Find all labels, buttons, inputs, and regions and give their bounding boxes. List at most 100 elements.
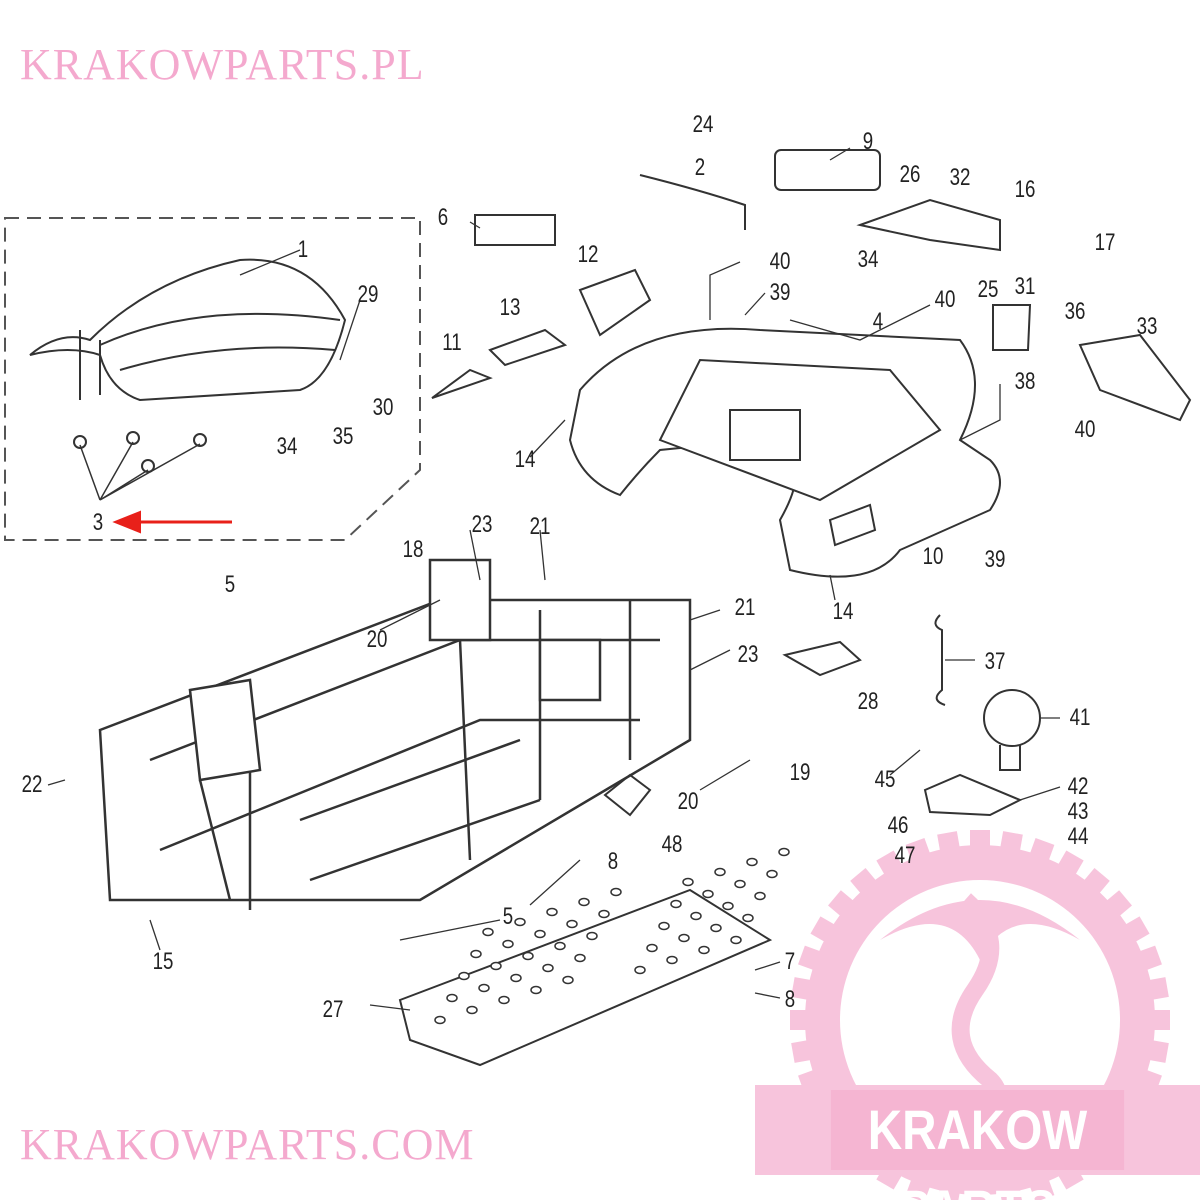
part-label-30: 30 — [372, 394, 394, 421]
part-label-42: 42 — [1067, 773, 1089, 800]
gear-tooth — [997, 1175, 1023, 1200]
rack-part-33 — [1078, 333, 1192, 422]
footplate-hole — [578, 897, 590, 907]
part-label-1: 1 — [297, 236, 309, 263]
part-label-33: 33 — [1136, 313, 1158, 340]
footplate-hole — [682, 877, 694, 887]
gear-tooth — [798, 945, 834, 975]
gear-tooth — [1025, 838, 1055, 874]
footplate-hole — [666, 955, 678, 965]
part-label-32: 32 — [949, 164, 971, 191]
gear-tooth — [791, 1037, 825, 1063]
footplate-hole — [546, 907, 558, 917]
part-label-12: 12 — [577, 241, 599, 268]
footplate-hole — [502, 939, 514, 949]
part-label-45: 45 — [874, 766, 896, 793]
part-label-34: 34 — [276, 433, 298, 460]
footplate-hole — [678, 933, 690, 943]
footplate-hole — [698, 945, 710, 955]
part-label-27: 27 — [322, 996, 344, 1023]
part-label-39: 39 — [769, 279, 791, 306]
footplate-hole — [490, 961, 502, 971]
footplate-hole — [734, 879, 746, 889]
part-label-48: 48 — [661, 831, 683, 858]
panel-part-13 — [488, 328, 568, 367]
footplate-hole — [562, 975, 574, 985]
gear-tooth — [970, 1180, 990, 1200]
footplate-hole — [634, 965, 646, 975]
part-label-29: 29 — [357, 281, 379, 308]
footplate-hole — [670, 899, 682, 909]
part-label-10: 10 — [922, 543, 944, 570]
footplate-hole — [534, 929, 546, 939]
part-label-8: 8 — [784, 986, 796, 1013]
part-label-20: 20 — [366, 626, 388, 653]
panel-part-12 — [578, 268, 652, 337]
part-label-35: 35 — [332, 423, 354, 450]
logo-text: KRAKOW PARTS — [830, 1090, 1125, 1200]
seat-part-1 — [29, 258, 347, 402]
spring-part-37 — [934, 614, 946, 706]
gear-tooth — [1096, 890, 1132, 925]
footplate-hole — [458, 971, 470, 981]
footplate-hole — [554, 941, 566, 951]
part-label-15: 15 — [152, 948, 174, 975]
part-label-14: 14 — [514, 446, 536, 473]
footplate-hole — [658, 921, 670, 931]
part-label-40: 40 — [769, 248, 791, 275]
rear-fender-part-10 — [568, 327, 1001, 578]
part-label-19: 19 — [789, 759, 811, 786]
gear-tooth — [1135, 1037, 1169, 1063]
footplate-hole — [722, 901, 734, 911]
footplate-part-27 — [398, 847, 790, 1067]
part-label-16: 16 — [1014, 176, 1036, 203]
part-label-34: 34 — [857, 246, 879, 273]
gear-tooth — [791, 977, 825, 1003]
footplate-hole — [742, 913, 754, 923]
part-label-23: 23 — [737, 641, 759, 668]
plate-part-31 — [992, 304, 1032, 351]
footplate-hole — [522, 951, 534, 961]
gear-tooth — [1113, 916, 1150, 949]
rack-part-32 — [856, 198, 1001, 252]
footplate-hole — [482, 927, 494, 937]
part-label-4: 4 — [872, 308, 884, 335]
footplate-hole — [514, 917, 526, 927]
part-label-18: 18 — [402, 536, 424, 563]
part-label-8: 8 — [607, 848, 619, 875]
footplate-hole — [646, 943, 658, 953]
part-label-44: 44 — [1067, 823, 1089, 850]
part-label-39: 39 — [984, 546, 1006, 573]
footplate-hole — [566, 919, 578, 929]
footplate-hole — [766, 869, 778, 879]
cushion-part-28 — [782, 640, 862, 677]
watermark-com: KRAKOWPARTS.COM — [20, 1120, 475, 1169]
leader-lines — [47, 147, 1061, 1011]
part-label-5: 5 — [502, 903, 514, 930]
gear-tooth — [937, 1175, 963, 1200]
part-label-26: 26 — [899, 161, 921, 188]
gear-tooth — [997, 831, 1023, 865]
part-label-7: 7 — [784, 948, 796, 975]
footplate-hole — [478, 983, 490, 993]
part-label-3: 3 — [92, 509, 104, 536]
footplate-hole — [434, 1015, 446, 1025]
frame-part-15 — [98, 558, 692, 910]
clip-part-48 — [603, 773, 652, 817]
watermark-pl: KRAKOWPARTS.PL — [20, 40, 425, 89]
part-label-21: 21 — [529, 513, 551, 540]
rack-bar-part-2 — [639, 174, 746, 230]
gear-tooth — [1126, 945, 1162, 975]
footplate-hole — [710, 923, 722, 933]
part-label-23: 23 — [471, 511, 493, 538]
part-label-17: 17 — [1094, 229, 1116, 256]
part-label-31: 31 — [1014, 273, 1036, 300]
footplate-hole — [498, 995, 510, 1005]
mount-part-42 — [923, 773, 1023, 817]
gear-tooth — [790, 1010, 820, 1030]
part-label-13: 13 — [499, 294, 521, 321]
footplate-hole — [690, 911, 702, 921]
part-label-22: 22 — [21, 771, 43, 798]
